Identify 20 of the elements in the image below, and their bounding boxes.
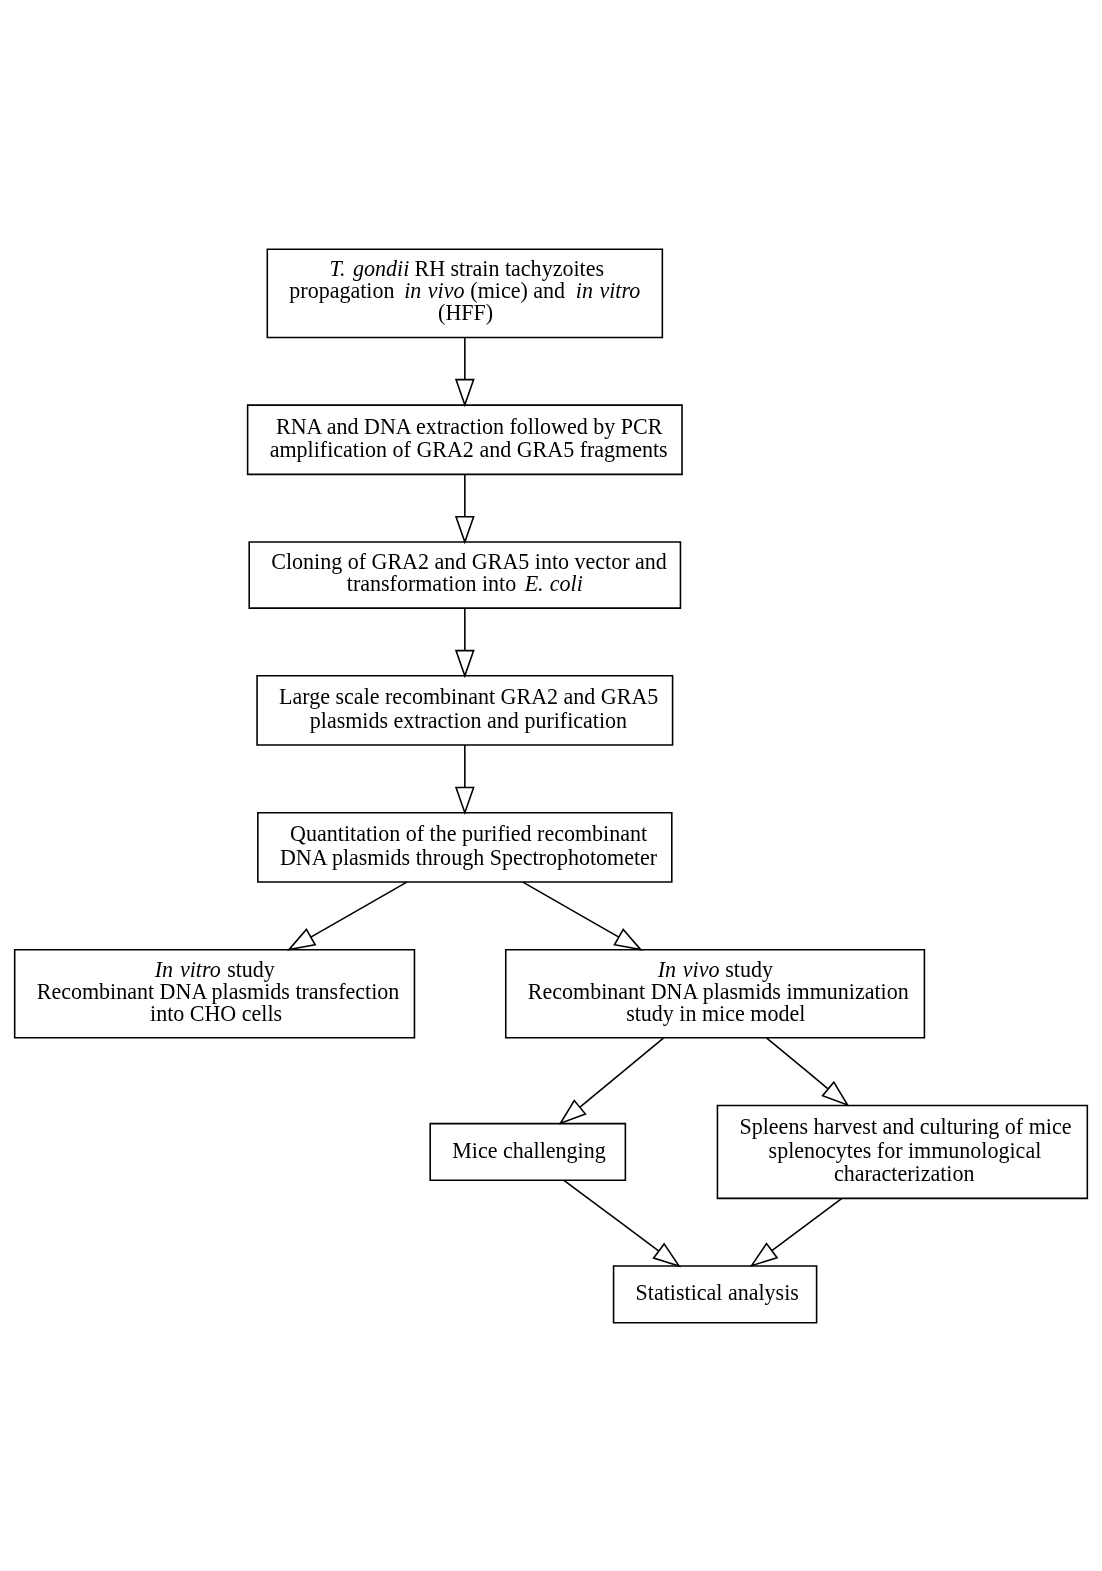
node-box: In vivo study Recombinant DNA plasmids immunization study in mice model [504, 948, 926, 1039]
arrow [765, 1036, 850, 1107]
node-box: Mice challenging [429, 1122, 627, 1181]
arrow [522, 880, 643, 951]
node-box: Cloning of GRA2 and GRA5 into vector and transformation into E. coli [248, 540, 682, 609]
arrow [558, 1036, 665, 1125]
node-box: In vitro study Recombinant DNA plasmids transfection into CHO cells [13, 948, 416, 1039]
arrow [454, 336, 475, 407]
node-box: Large scale recombinant GRA2 and GRA5 plasmids extraction and purification [256, 674, 674, 746]
arrow [563, 1179, 681, 1267]
arrow [749, 1197, 843, 1267]
node-box: Quantitation of the purified recombinant DNA plasmids through Spectrophotometer [257, 811, 673, 883]
arrow [286, 880, 408, 951]
node-box: Statistical analysis [612, 1264, 818, 1323]
node-box: T. gondii RH strain tachyzoites propagation in vivo (mice) and in vitro (HFF) [266, 248, 664, 338]
arrow [454, 743, 475, 815]
node-box: Spleens harvest and culturing of mice splenocytes for immunological characterization [716, 1104, 1089, 1199]
arrow [454, 607, 475, 678]
arrow [454, 473, 475, 544]
node-box: RNA and DNA extraction followed by PCR amplification of GRA2 and GRA5 fragments [246, 403, 683, 475]
